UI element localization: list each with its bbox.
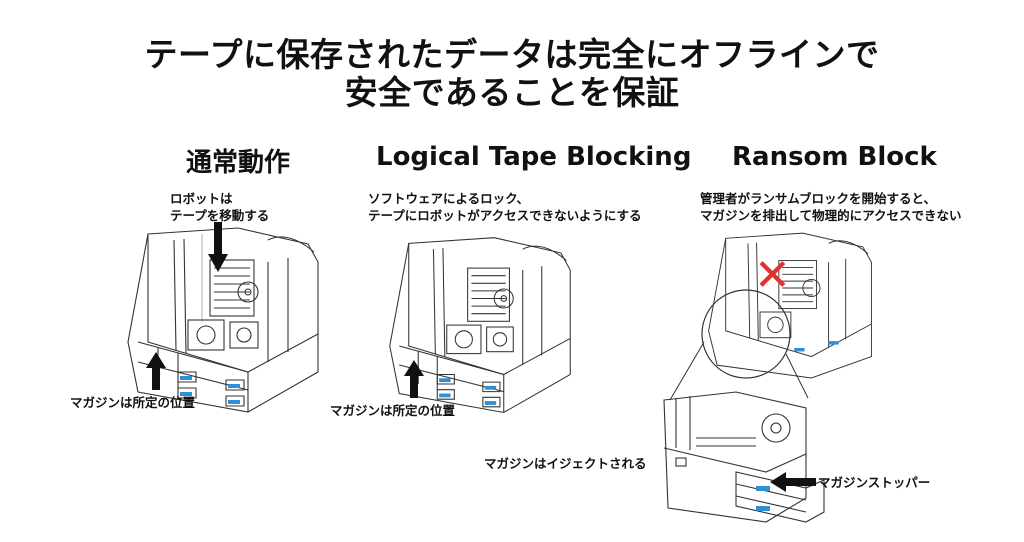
heading-ransom-block: Ransom Block [732, 142, 937, 172]
note-line: テープにロボットがアクセスできないようにする [368, 208, 642, 223]
tape-library-ransom-block [708, 232, 872, 379]
heading-logical-tape-blocking: Logical Tape Blocking [376, 142, 692, 172]
note-line: テープを移動する [170, 208, 270, 223]
note-line: ソフトウェアによるロック、 [368, 191, 530, 206]
title-line-2: 安全であることを保証 [344, 73, 680, 112]
down-arrow-icon [208, 222, 228, 272]
page-title: テープに保存されたデータは完全にオフラインで 安全であることを保証 [0, 36, 1024, 112]
ejected-magazine-detail [663, 391, 825, 523]
magazine-stopper-label: マガジンストッパー [818, 475, 931, 490]
ejected-label: マガジンはイジェクトされる [484, 456, 647, 471]
tape-library-normal [127, 227, 319, 413]
left-arrow-icon [770, 472, 816, 492]
up-arrow-icon [404, 360, 424, 398]
tape-library-logical-blocking [389, 237, 571, 414]
blocked-x-icon: ✕ [754, 250, 791, 301]
note-ransom-block: 管理者がランサムブロックを開始すると、 マガジンを排出して物理的にアクセスできな… [700, 190, 962, 224]
note-line: ロボットは [170, 191, 233, 206]
heading-normal-operation: 通常動作 [186, 148, 291, 178]
zoom-indicator [669, 289, 809, 401]
title-line-1: テープに保存されたデータは完全にオフラインで [144, 35, 880, 74]
magazine-position-label: マガジンは所定の位置 [330, 403, 456, 418]
note-line: マガジンを排出して物理的にアクセスできない [700, 208, 962, 223]
up-arrow-icon [146, 352, 166, 390]
note-line: 管理者がランサムブロックを開始すると、 [700, 191, 937, 206]
note-normal-operation: ロボットは テープを移動する [170, 190, 269, 224]
note-logical-tape-blocking: ソフトウェアによるロック、 テープにロボットがアクセスできないようにする [368, 190, 642, 224]
magazine-position-label: マガジンは所定の位置 [70, 395, 196, 410]
